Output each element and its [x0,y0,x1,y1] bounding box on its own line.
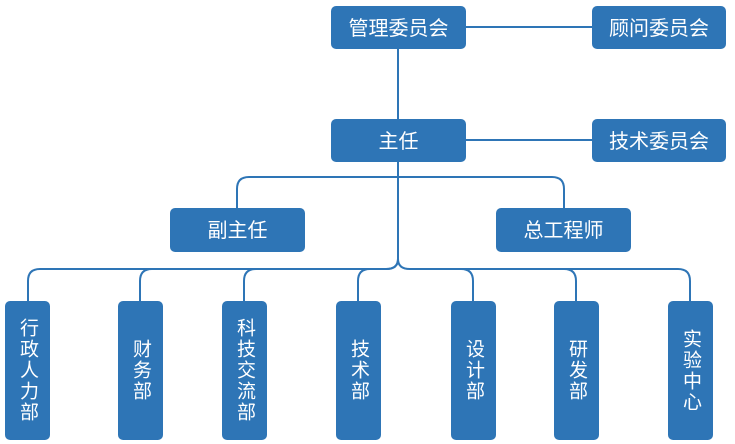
node-department: 财务部 [118,301,163,440]
node-label: 管理委员会 [348,15,449,40]
connector-to-design [460,268,474,301]
node-label: 副主任 [207,218,268,242]
node-label: 总工程师 [523,218,604,242]
node-chief-engineer: 总工程师 [496,208,631,252]
node-label: 顾问委员会 [609,15,709,40]
node-technical-committee: 技术委员会 [592,119,726,162]
department-label: 设计部 [463,339,485,402]
department-label: 财务部 [130,339,152,402]
node-department: 研发部 [554,301,599,440]
department-label: 实验中心 [680,328,702,413]
connector-to-tech-exchange [243,268,257,301]
connector-to-finance [139,268,153,301]
node-director: 主任 [331,119,466,162]
node-advisory-committee: 顾问委员会 [592,6,726,49]
connector-to-lab-center [397,258,691,301]
connector-to-rnd [563,268,577,301]
node-label: 主任 [378,128,419,153]
node-management-committee: 管理委员会 [331,6,466,49]
department-label: 研发部 [566,339,588,402]
connector-to-admin-hr [27,258,399,301]
node-department: 科技交流部 [222,301,267,440]
node-department: 设计部 [451,301,496,440]
node-department: 行政人力部 [5,301,50,440]
department-label: 行政人力部 [17,318,39,423]
node-department: 实验中心 [668,301,713,440]
department-label: 科技交流部 [234,318,256,423]
department-label: 技术部 [348,339,370,402]
connector-to-chief-engineer [398,176,565,208]
connector-to-technical-dept [357,258,399,301]
node-label: 技术委员会 [609,128,709,153]
node-deputy-director: 副主任 [170,208,305,252]
connector-to-deputy-director [236,176,398,208]
node-department: 技术部 [336,301,381,440]
